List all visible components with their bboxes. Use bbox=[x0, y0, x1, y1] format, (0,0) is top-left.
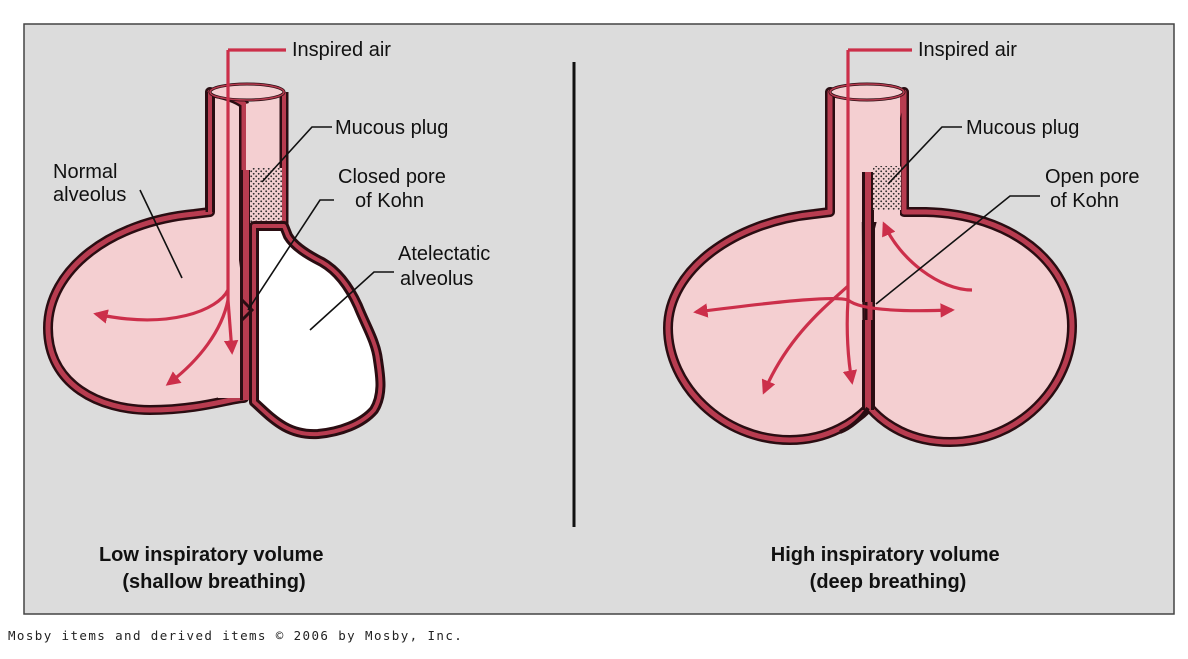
label-open-pore: Open pore of Kohn bbox=[1045, 166, 1145, 212]
label-inspired-air-left: Inspired air bbox=[292, 39, 391, 61]
caption-right: High inspiratory volume (deep breathing) bbox=[771, 544, 1006, 593]
label-closed-pore: Closed pore of Kohn bbox=[338, 166, 451, 212]
label-normal-alveolus: Normal alveolus bbox=[53, 161, 126, 206]
label-mucous-plug-left: Mucous plug bbox=[335, 117, 448, 139]
mucous-plug-right bbox=[873, 166, 901, 210]
label-atelectatic-alveolus: Atelectatic alveolus bbox=[398, 243, 496, 290]
leader-lines-right bbox=[875, 126, 1040, 305]
leader-lines-left bbox=[139, 126, 394, 331]
right-panel-illustration bbox=[663, 48, 1077, 447]
caption-left: Low inspiratory volume (shallow breathin… bbox=[99, 544, 329, 593]
left-panel-illustration bbox=[43, 48, 386, 440]
label-mucous-plug-right: Mucous plug bbox=[966, 117, 1079, 139]
copyright-credit: Mosby items and derived items © 2006 by … bbox=[8, 628, 464, 643]
label-inspired-air-right: Inspired air bbox=[918, 39, 1017, 61]
